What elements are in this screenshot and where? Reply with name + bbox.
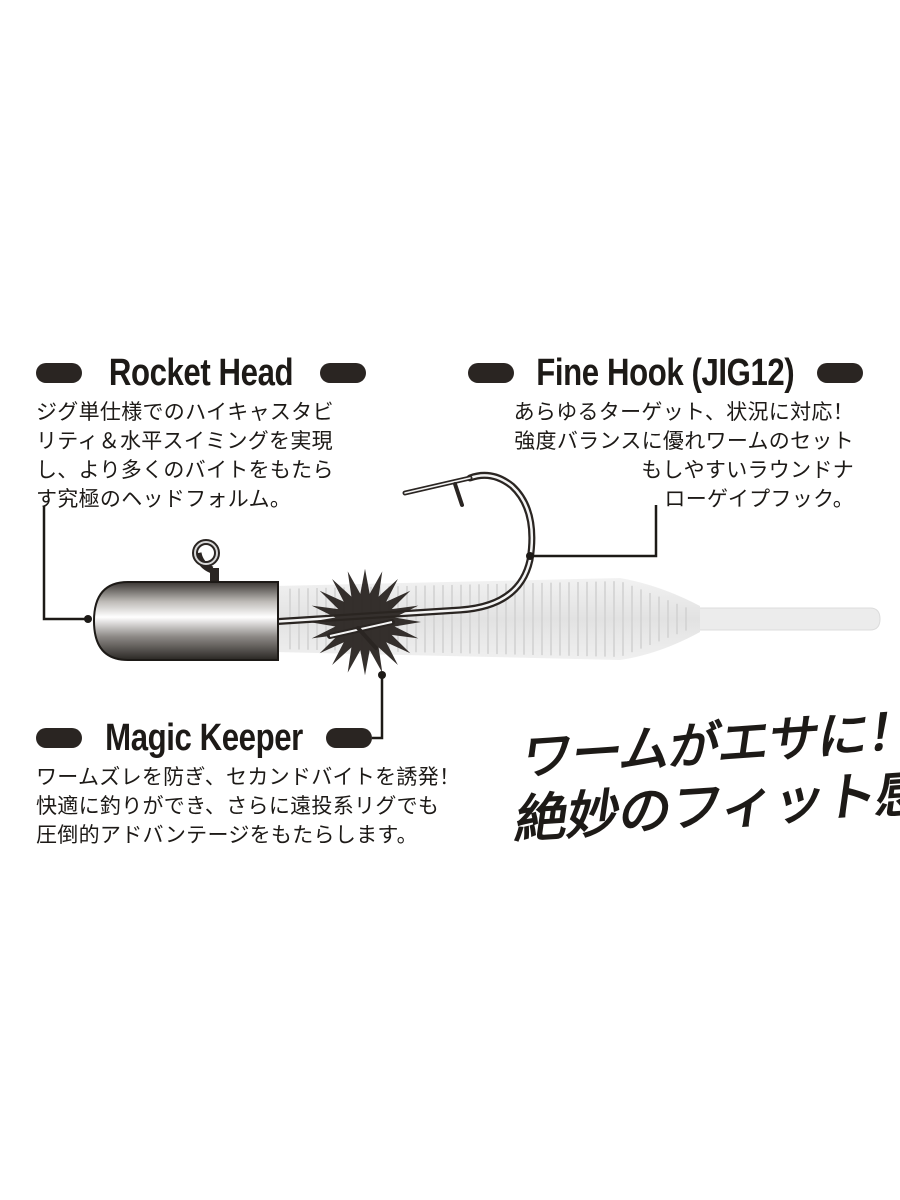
description-line: あらゆるターゲット、状況に対応！ <box>513 400 854 424</box>
fine-hook-label: Fine Hook (JIG12) <box>468 351 863 394</box>
label-pill-left <box>468 363 514 383</box>
label-pill-right <box>320 363 366 383</box>
rocket-head-title: Rocket Head <box>108 351 294 394</box>
label-pill-left <box>36 363 82 383</box>
magic-keeper-label: Magic Keeper <box>36 716 372 759</box>
rocket-head <box>92 581 279 661</box>
rocket-head-description: ジグ単仕様でのハイキャスタビ リティ＆水平スイミングを実現 し、より多くのバイト… <box>36 398 334 514</box>
line-eye <box>192 539 220 586</box>
keeper-barb <box>327 619 395 650</box>
magic-keeper-burst <box>309 568 421 676</box>
leader-dot-hook <box>526 552 534 560</box>
fine-hook-title: Fine Hook (JIG12) <box>536 351 795 394</box>
description-line: ワームズレを防ぎ、セカンドバイトを誘発！ <box>36 765 461 789</box>
label-pill-right <box>326 728 372 748</box>
label-pill-right <box>816 363 863 383</box>
leader-dot-rocket <box>84 615 92 623</box>
description-line: 快適に釣りができ、さらに遠投系リグでも <box>36 794 440 818</box>
description-line: ジグ単仕様でのハイキャスタビ <box>36 400 334 424</box>
description-line: 強度バランスに優れワームのセット <box>514 429 854 453</box>
description-line: リティ＆水平スイミングを実現 <box>36 429 333 453</box>
leader-lines <box>42 505 658 740</box>
leader-dot-keeper <box>378 671 386 679</box>
magic-keeper-title: Magic Keeper <box>105 716 303 759</box>
rocket-head-label: Rocket Head <box>36 351 366 394</box>
description-line: 圧倒的アドバンテージをもたらします。 <box>36 823 418 847</box>
description-line: ローゲイプフック。 <box>664 487 854 511</box>
description-line: す究極のヘッドフォルム。 <box>36 487 292 511</box>
description-line: し、より多くのバイトをもたら <box>36 458 334 482</box>
label-pill-left <box>36 728 82 748</box>
magic-keeper-description: ワームズレを防ぎ、セカンドバイトを誘発！ 快適に釣りができ、さらに遠投系リグでも… <box>36 763 460 850</box>
fine-hook-description: あらゆるターゲット、状況に対応！ 強度バランスに優れワームのセット もしやすいラ… <box>514 398 854 514</box>
hook <box>266 471 536 626</box>
description-line: もしやすいラウンドナ <box>641 458 854 482</box>
